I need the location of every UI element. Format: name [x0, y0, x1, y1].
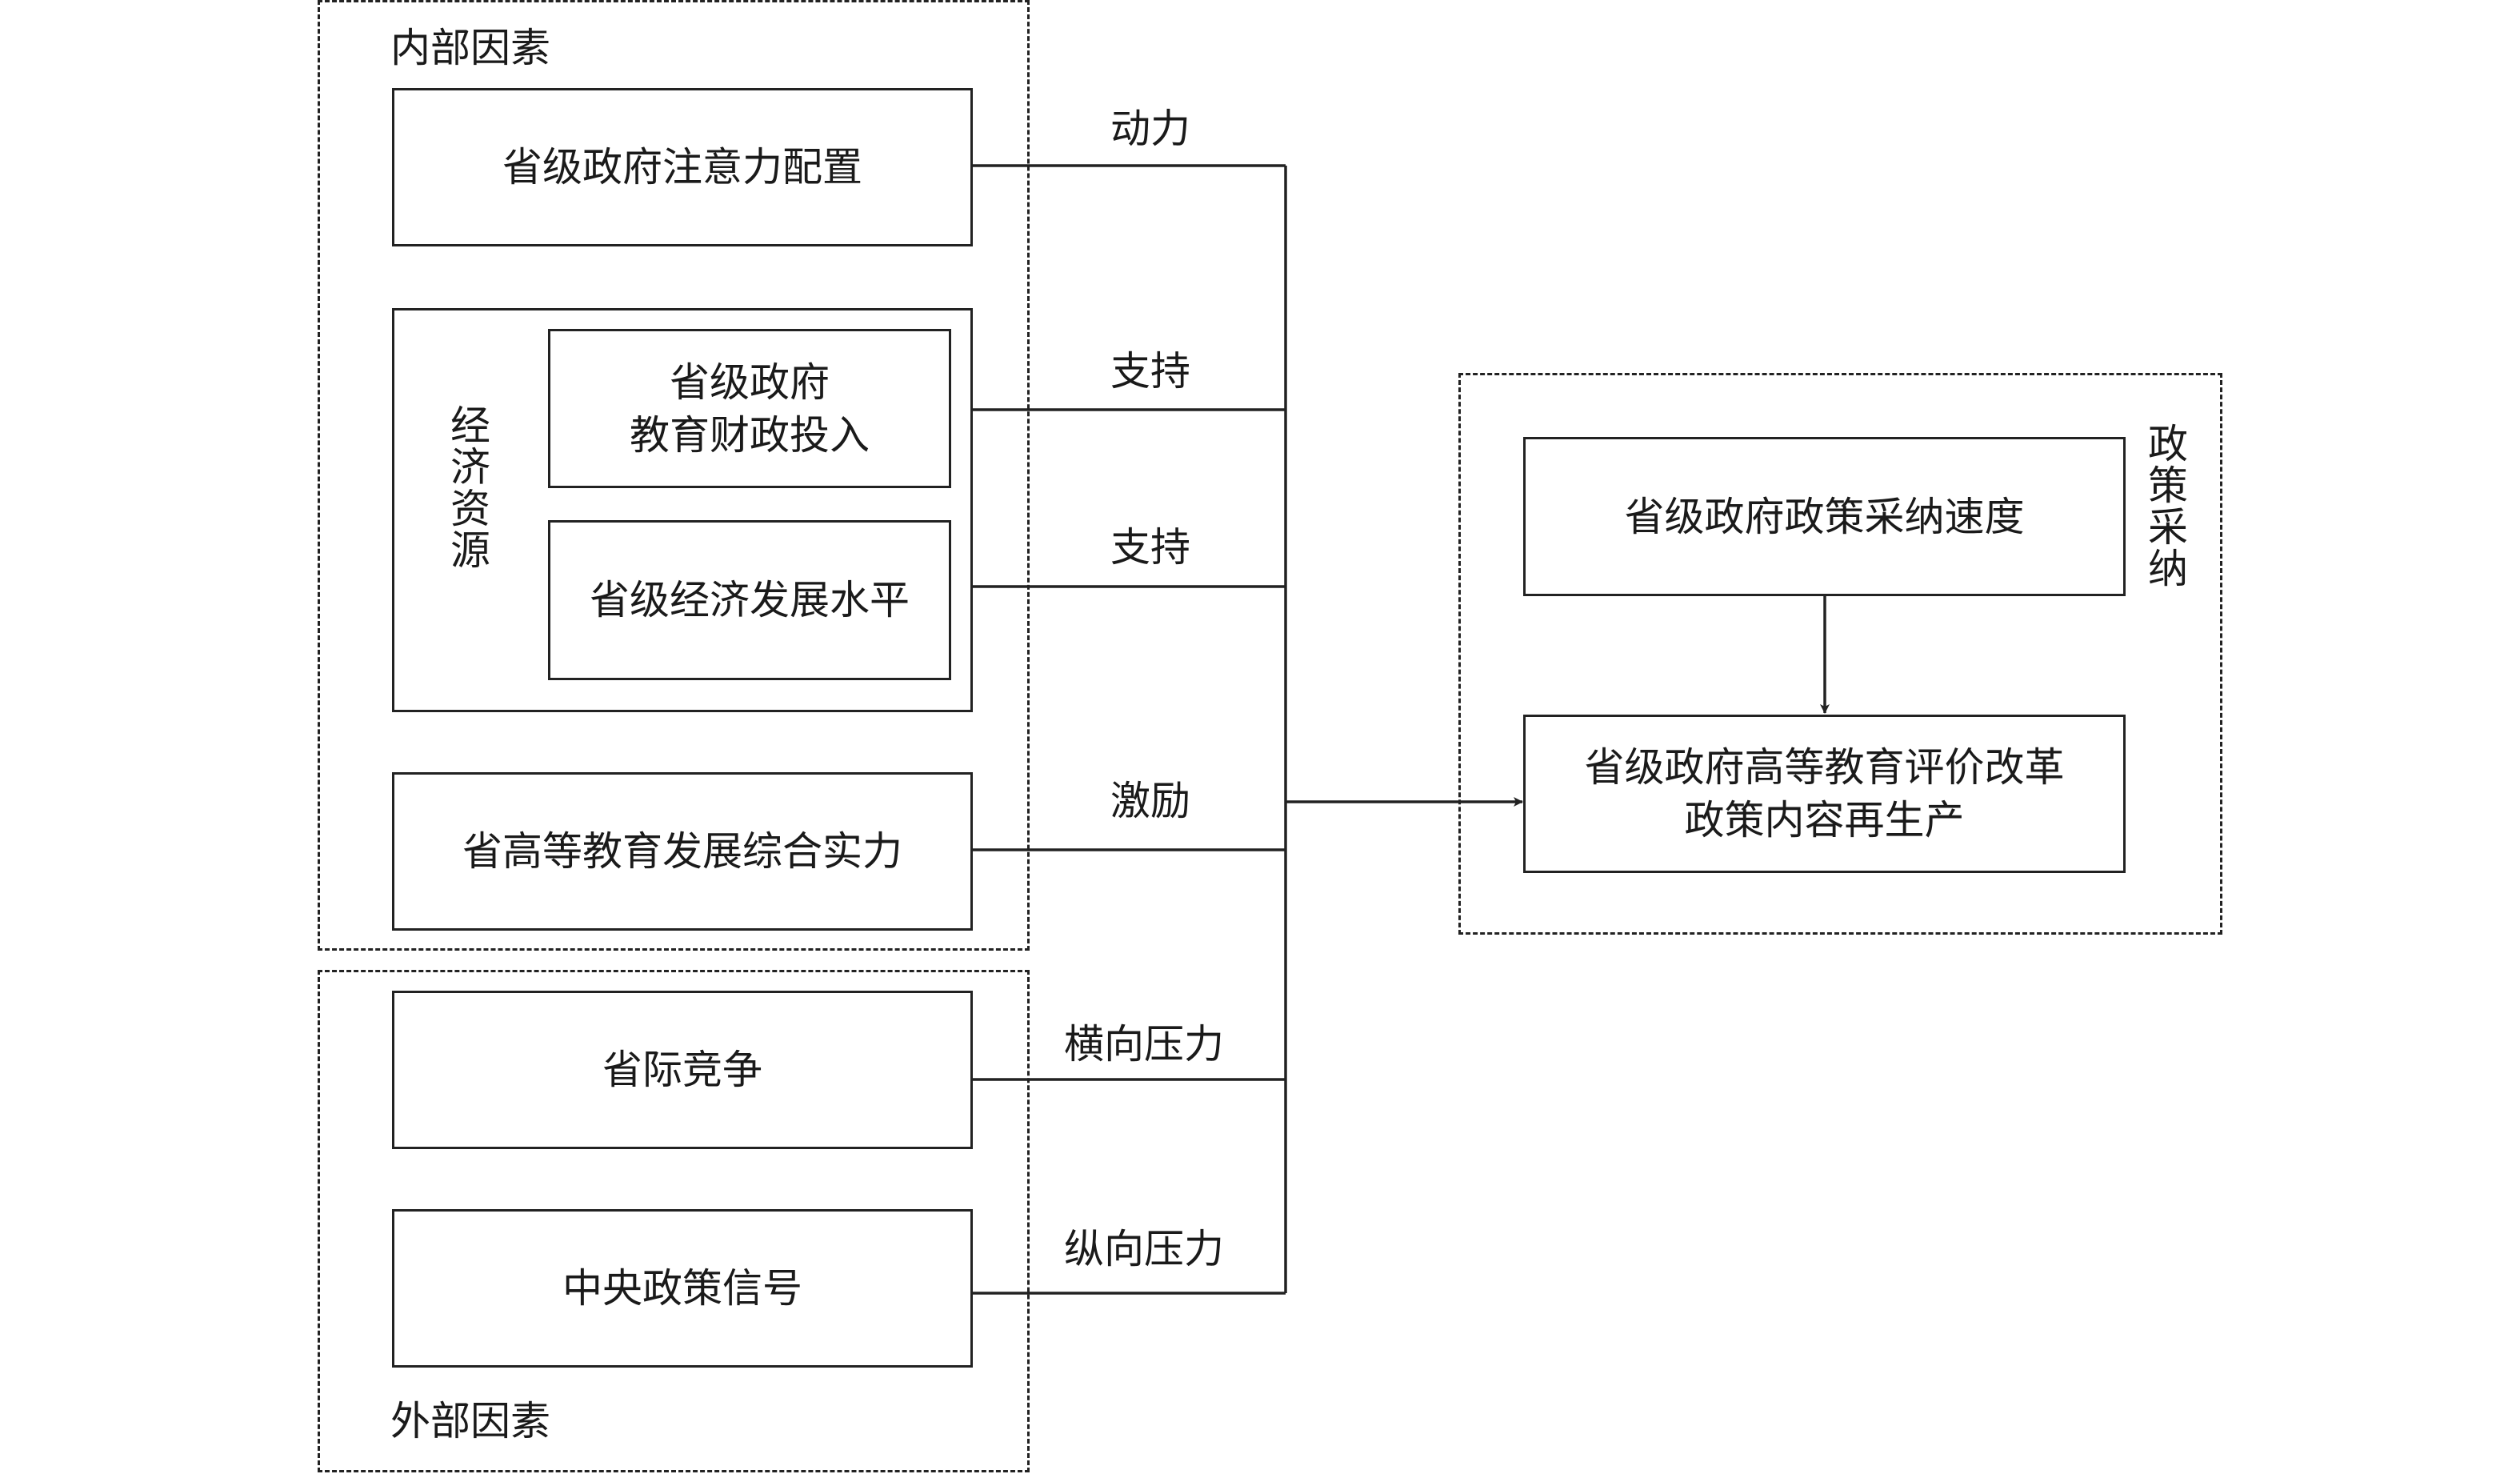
external-factors-label: 外部因素 [390, 1398, 550, 1444]
economic-resources-label: 经济资源 [444, 404, 490, 571]
education-finance-line-1: 省级政府 [670, 358, 830, 406]
edge-label-attention: 动力 [1110, 106, 1190, 152]
central-policy-signal-box: 中央政策信号 [392, 1209, 973, 1368]
education-finance-box: 省级政府 教育财政投入 [548, 329, 951, 488]
edge-label-strength: 激励 [1110, 778, 1190, 824]
policy-reproduction-box: 省级政府高等教育评价改革 政策内容再生产 [1523, 715, 2126, 873]
attention-allocation-box: 省级政府注意力配置 [392, 88, 973, 246]
external-factors-group [318, 970, 1030, 1472]
economic-development-box: 省级经济发展水平 [548, 520, 951, 680]
edge-label-central-signal: 纵向压力 [1064, 1226, 1224, 1272]
internal-factors-group [318, 0, 1030, 951]
edge-label-competition: 横向压力 [1064, 1021, 1224, 1067]
policy-reproduction-line-1: 省级政府高等教育评价改革 [1584, 744, 2065, 791]
edge-label-finance: 支持 [1110, 348, 1190, 395]
education-finance-line-2: 教育财政投入 [630, 411, 870, 459]
policy-adoption-label: 政策采纳 [2142, 423, 2188, 589]
policy-reproduction-line-2: 政策内容再生产 [1684, 797, 1965, 843]
interprovincial-competition-box: 省际竞争 [392, 991, 973, 1149]
policy-adoption-group [1458, 373, 2222, 935]
internal-factors-label: 内部因素 [390, 25, 550, 71]
higher-education-strength-box: 省高等教育发展综合实力 [392, 772, 973, 931]
adoption-speed-box: 省级政府政策采纳速度 [1523, 437, 2126, 596]
edge-label-economy: 支持 [1110, 524, 1190, 571]
